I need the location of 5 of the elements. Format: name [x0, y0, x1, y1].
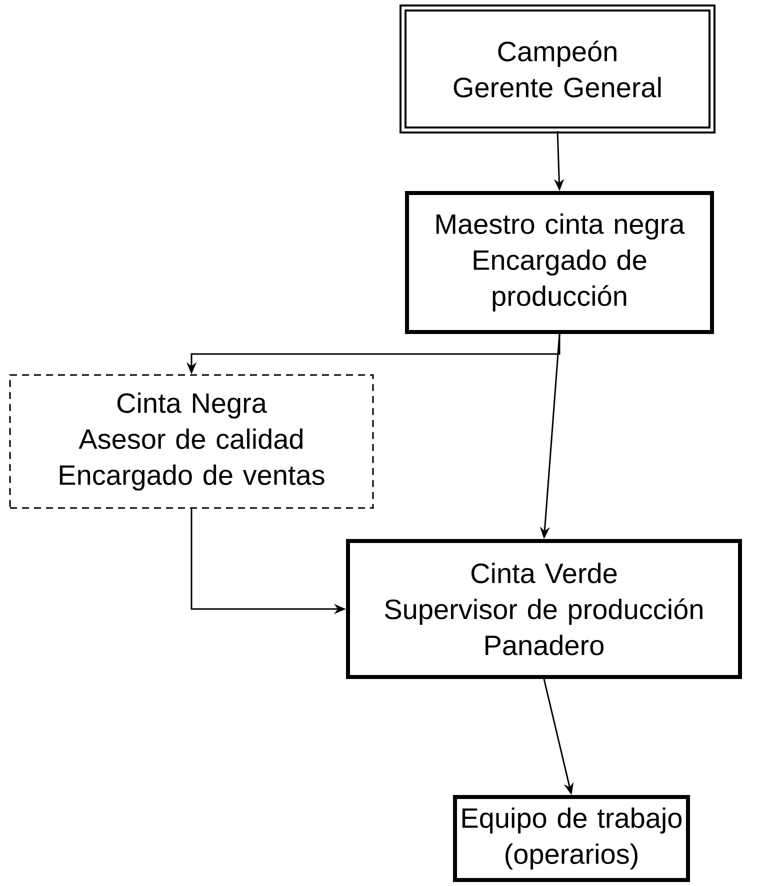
- dashed-box: Cinta Negra Asesor de calidad Encargado de ventas: [9, 374, 374, 509]
- process-box: Maestro cinta negra Encargado de producción: [405, 191, 714, 334]
- title-box: Campeón Gerente General: [400, 4, 716, 134]
- process-box: Equipo de trabajo (operarios): [453, 795, 690, 882]
- process-box: Cinta Verde Supervisor de producción Panadero: [346, 539, 742, 679]
